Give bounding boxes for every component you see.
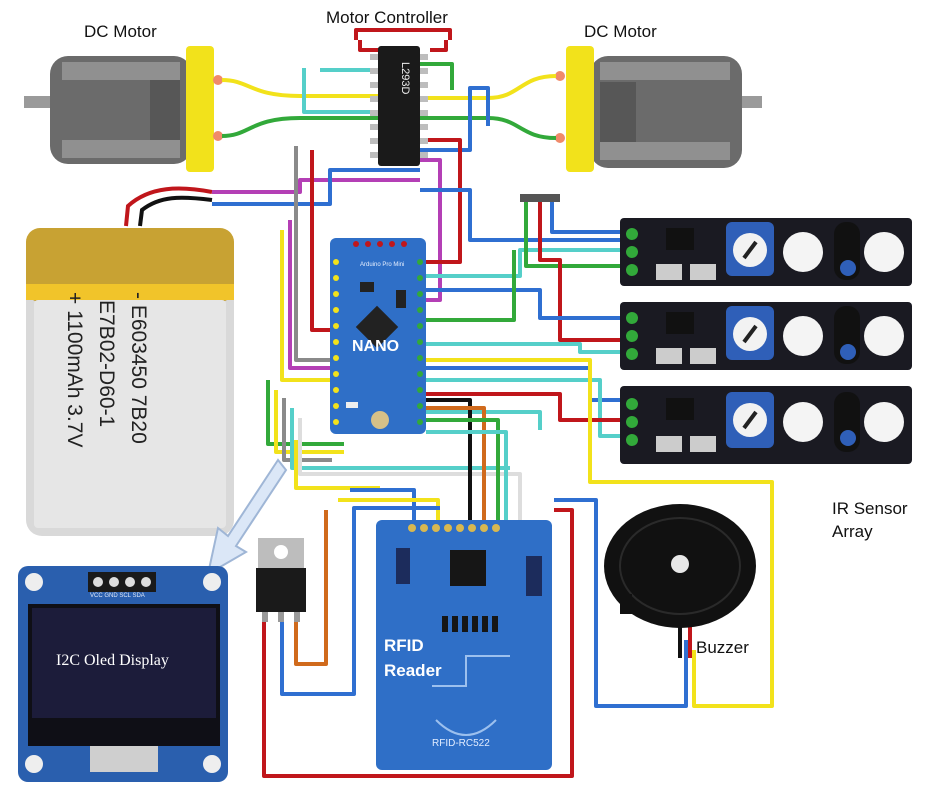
oled-pins-label: VCC GND SCL SDA [90, 593, 145, 599]
rfid-label-line1: RFID [384, 636, 424, 655]
motor-controller-ic: L293D [370, 46, 428, 166]
ir-sensor-1 [620, 218, 912, 286]
rfid-model-label: RFID-RC522 [432, 738, 490, 749]
ic-marking: L293D [399, 62, 411, 94]
dc-motor-right-label: DC Motor [584, 22, 657, 41]
oled-display [18, 566, 228, 782]
oled-label: I2C Oled Display [56, 652, 169, 669]
ir-header [520, 194, 560, 202]
battery-text-line3: + 1100mAh 3.7V [63, 292, 86, 448]
rfid-reader [376, 520, 552, 770]
nano-label: NANO [352, 338, 400, 355]
motor-controller-label: Motor Controller [326, 8, 448, 27]
battery [26, 186, 234, 536]
buzzer-label: Buzzer [696, 638, 749, 657]
dc-motor-left [24, 46, 223, 172]
arduino-nano [330, 238, 426, 434]
ir-sensor-label-line1: IR Sensor [832, 499, 908, 518]
voltage-regulator [256, 538, 306, 622]
buzzer [604, 504, 756, 628]
dc-motor-right [555, 46, 762, 172]
rfid-label-line2: Reader [384, 661, 442, 680]
nano-small-label: Arduino Pro Mini [360, 262, 405, 268]
ir-sensor-array [520, 194, 912, 464]
battery-text-line2: E7B02-D60-1 [95, 300, 118, 428]
wires [212, 28, 774, 778]
dc-motor-left-label: DC Motor [84, 22, 157, 41]
ir-sensor-2 [620, 302, 912, 370]
ir-sensor-label-line2: Array [832, 522, 873, 541]
ir-sensor-3 [620, 386, 912, 464]
arrow-to-oled [206, 458, 288, 576]
battery-text-line1: - E603450 7B20 [127, 292, 150, 444]
